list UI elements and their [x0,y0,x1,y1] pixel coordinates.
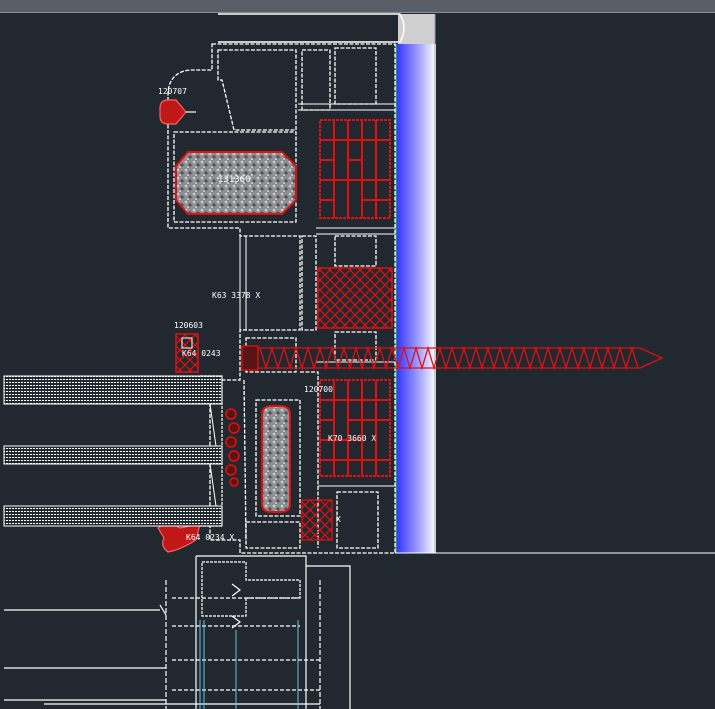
insulation-core-bottom [261,405,291,513]
thermal-break-bottom [319,379,391,477]
sash-profile-outline [167,43,396,554]
glazing-pane [395,14,715,554]
gasket-left-box: 120603 K64 0243 [174,321,221,373]
insulation-top-label: 131360 [218,175,251,185]
thermal-break-top [319,119,391,219]
gasket-top-label: 120707 [158,87,187,96]
insulation-core-top: 131360 [175,151,297,215]
top-glass-band [218,13,435,44]
cyan-guide-lines [199,620,299,709]
glazing-spacer-hatch [317,267,393,329]
left-gasket-chain [225,408,240,487]
profile-right-label: K70 3660 X [328,434,376,443]
gasket-bottom-code: K64 0234 X [186,533,234,542]
lower-frame-profile [4,555,351,709]
gasket-bottom-right: X [301,499,341,541]
small-x-label: X [336,515,341,524]
gasket-left-code: K64 0243 [182,349,221,358]
profile-mid-label: K63 3378 X [212,291,260,300]
gasket-right-label: 120700 [304,385,333,394]
fixing-screw [241,345,664,371]
left-leaf-rails [3,375,223,527]
gasket-left-label: 120603 [174,321,203,330]
gasket-bottom-left: K64 0234 X [157,523,234,553]
viewport-top-bar [0,0,715,13]
gasket-top-left: 120707 [158,87,196,125]
